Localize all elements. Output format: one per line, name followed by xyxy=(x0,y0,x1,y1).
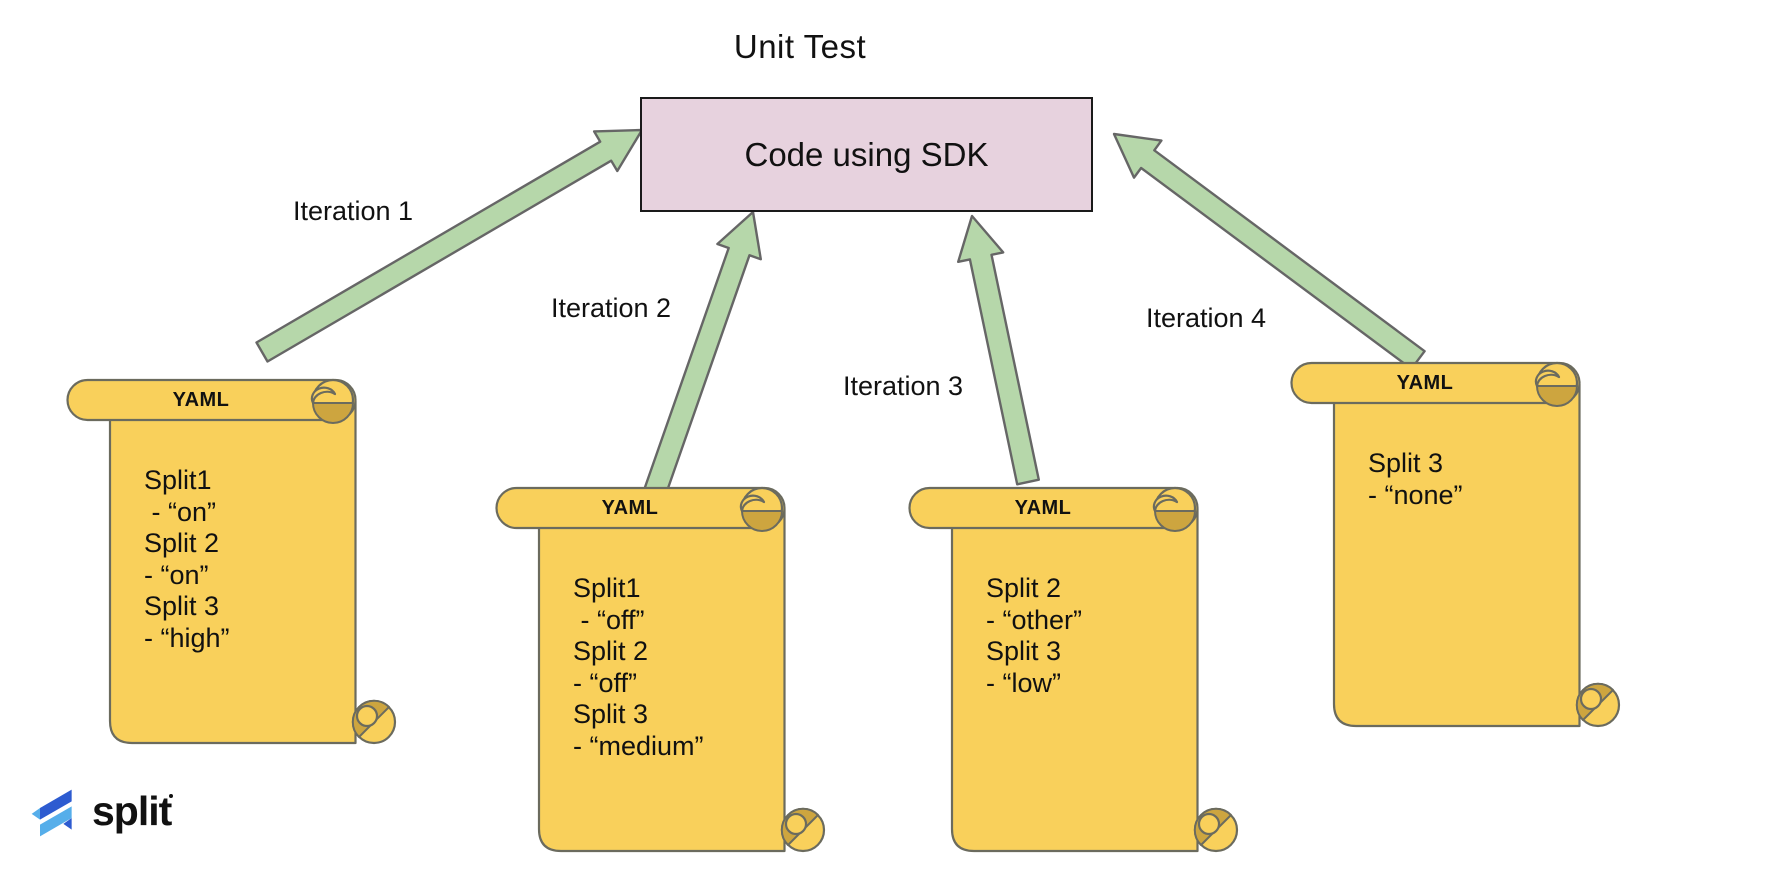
scroll-content: Split1 - “on” Split 2 - “on” Split 3 - “… xyxy=(144,465,230,653)
yaml-scroll-2: YAML Split1 - “off” Split 2 - “off” Spli… xyxy=(495,473,829,859)
scroll-bottom-curl-roll xyxy=(355,704,379,728)
scroll-graphic xyxy=(908,473,1242,859)
iteration-4-label: Iteration 4 xyxy=(1146,303,1267,333)
scroll-content: Split 3 - “none” xyxy=(1368,448,1463,510)
scroll-bottom-curl-roll xyxy=(1579,687,1603,711)
sdk-box: Code using SDK xyxy=(640,97,1093,212)
logo-band-top xyxy=(40,789,72,820)
scroll-header-label: YAML xyxy=(601,497,659,519)
yaml-scroll-3: YAML Split 2 - “other” Split 3 - “low” xyxy=(908,473,1242,859)
scroll-header-label: YAML xyxy=(172,389,230,411)
scroll-top-band xyxy=(66,378,357,422)
logo-band-bottom xyxy=(40,806,72,837)
diagram-title: Unit Test xyxy=(733,28,867,65)
scroll-top-curl-roll xyxy=(739,494,766,513)
scroll-top-curl-roll xyxy=(1534,369,1561,388)
scroll-graphic xyxy=(1290,348,1624,734)
scroll-top-curl-roll xyxy=(310,386,337,405)
scroll-body xyxy=(108,399,357,745)
scroll-bottom-curl-roll xyxy=(1197,812,1221,836)
yaml-scroll-1: YAML Split1 - “on” Split 2 - “on” Split … xyxy=(66,365,400,751)
scroll-body xyxy=(537,507,786,853)
scroll-shape-svg xyxy=(908,486,1239,853)
scroll-shape-svg xyxy=(495,486,826,853)
sdk-box-label: Code using SDK xyxy=(744,135,989,173)
trademark-dot xyxy=(169,794,173,798)
scroll-top-band xyxy=(908,486,1199,530)
split-logo-icon xyxy=(31,789,72,837)
scroll-top-band xyxy=(1290,361,1581,405)
scroll-top-curl-shade xyxy=(1154,510,1196,532)
scroll-top-curl-roll xyxy=(1152,494,1179,513)
scroll-top-curl-shade xyxy=(312,402,354,424)
arrow-iteration-2 xyxy=(643,210,762,497)
scroll-graphic xyxy=(66,365,400,751)
scroll-body xyxy=(1332,382,1581,728)
scroll-header-label: YAML xyxy=(1396,372,1454,394)
arrow-iteration-4 xyxy=(1112,132,1426,370)
scroll-content: Split1 - “off” Split 2 - “off” Split 3 -… xyxy=(573,573,704,761)
logo-fold-right xyxy=(63,818,72,830)
split-logo-text: split xyxy=(92,787,172,834)
scroll-shape-svg xyxy=(66,378,397,745)
arrow-iteration-1 xyxy=(255,128,644,363)
yaml-scroll-4: YAML Split 3 - “none” xyxy=(1290,348,1624,734)
scroll-shape-svg xyxy=(1290,361,1621,728)
scroll-top-band xyxy=(495,486,786,530)
scroll-top-curl-shade xyxy=(741,510,783,532)
split-logo: split xyxy=(30,784,172,842)
scroll-body xyxy=(950,507,1199,853)
arrow-iteration-3 xyxy=(957,214,1041,486)
scroll-graphic xyxy=(495,473,829,859)
iteration-2-label: Iteration 2 xyxy=(551,293,672,323)
scroll-header-label: YAML xyxy=(1014,497,1072,519)
scroll-top-curl-shade xyxy=(1536,385,1578,407)
logo-fold-left xyxy=(31,808,40,820)
iteration-3-label: Iteration 3 xyxy=(843,371,964,401)
iteration-1-label: Iteration 1 xyxy=(293,196,414,226)
scroll-content: Split 2 - “other” Split 3 - “low” xyxy=(986,573,1083,698)
scroll-bottom-curl-roll xyxy=(784,812,808,836)
